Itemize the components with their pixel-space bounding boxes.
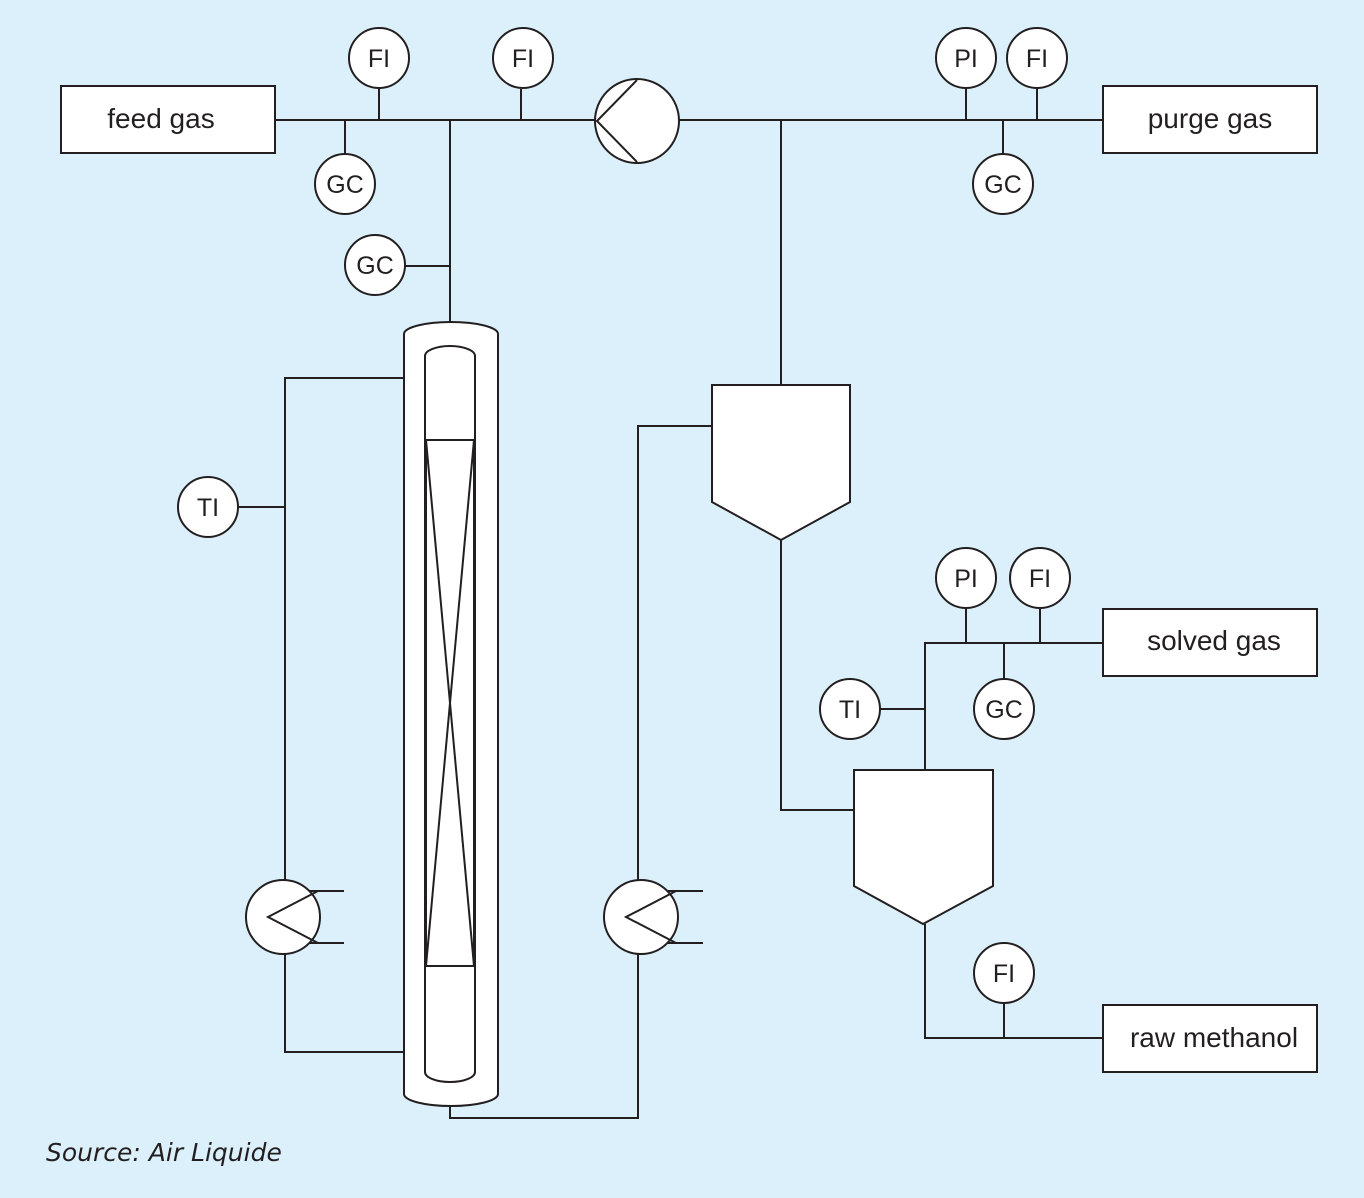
heat-exchanger-2-icon [603, 879, 679, 955]
source-caption: Source: Air Liquide [46, 1138, 282, 1167]
svg-text:FI: FI [1026, 45, 1048, 73]
ti-instrument-1: TI [177, 476, 239, 538]
solved-gas-line [924, 642, 1103, 770]
separator-1-liquid-line [780, 538, 854, 811]
ti-instrument-2: TI [819, 678, 881, 740]
feed-gas-box: feed gas [60, 85, 276, 154]
piping [238, 89, 1103, 1119]
fi-instrument-4: FI [1009, 547, 1071, 609]
purge-gas-box-outline [1102, 85, 1318, 154]
pi-instrument-1: PI [935, 27, 997, 89]
gc-instrument-4: GC [973, 678, 1035, 740]
solved-gas-box-outline [1102, 608, 1318, 677]
solved-gas-box: solved gas [1102, 608, 1318, 677]
compressor-icon [594, 78, 680, 164]
raw-methanol-box-outline [1102, 1004, 1318, 1073]
svg-text:PI: PI [954, 565, 978, 593]
cooler-outlet-line [637, 425, 712, 888]
pi-instrument-2: PI [935, 547, 997, 609]
purge-gas-box: purge gas [1102, 85, 1318, 154]
separator-2-icon [853, 769, 994, 926]
svg-text:GC: GC [356, 252, 394, 280]
fi-instrument-1: FI [348, 27, 410, 89]
svg-text:GC: GC [326, 171, 364, 199]
raw-methanol-line [924, 924, 1103, 1039]
purge-gas-label: purge gas [1148, 103, 1273, 134]
feed-gas-label: feed gas [107, 103, 214, 134]
svg-text:GC: GC [984, 171, 1022, 199]
coolant-return-line [284, 377, 405, 888]
raw-methanol-box: raw methanol [1102, 1004, 1318, 1073]
svg-text:GC: GC [985, 696, 1023, 724]
svg-text:TI: TI [197, 494, 219, 522]
svg-text:FI: FI [512, 45, 534, 73]
raw-methanol-label: raw methanol [1130, 1022, 1298, 1053]
svg-text:TI: TI [839, 696, 861, 724]
separator-1-icon [711, 384, 851, 542]
gc-instrument-3: GC [972, 153, 1034, 215]
solved-gas-label: solved gas [1147, 625, 1281, 656]
svg-text:FI: FI [368, 45, 390, 73]
fi-instrument-5: FI [973, 942, 1035, 1004]
svg-text:PI: PI [954, 45, 978, 73]
coolant-supply-line [284, 948, 405, 1053]
fi-instrument-3: FI [1006, 27, 1068, 89]
svg-text:FI: FI [1029, 565, 1051, 593]
gc-instrument-1: GC [314, 153, 376, 215]
fi-instrument-2: FI [492, 27, 554, 89]
reactor-icon [403, 321, 499, 1107]
feed-gas-box-outline [60, 85, 276, 154]
svg-text:FI: FI [993, 960, 1015, 988]
heat-exchanger-1-icon [245, 879, 321, 955]
gc-instrument-2: GC [344, 234, 406, 296]
